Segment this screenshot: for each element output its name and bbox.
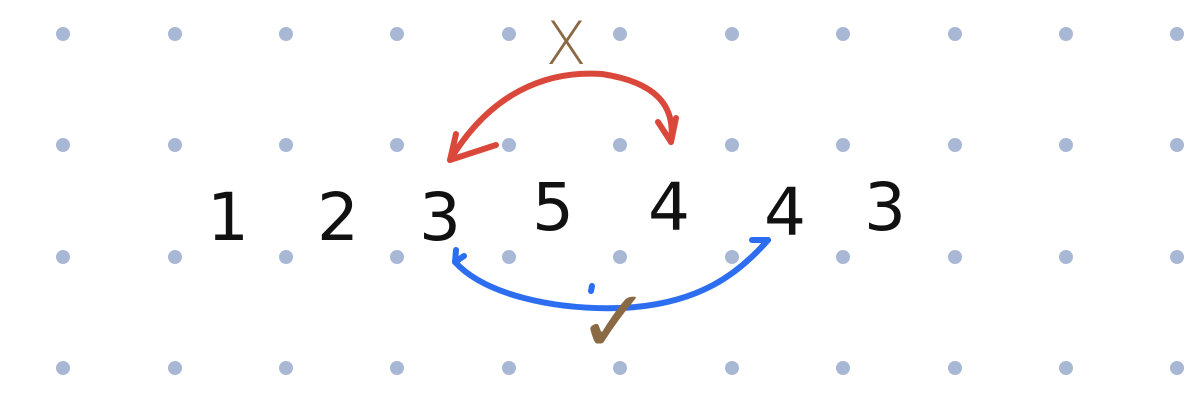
grid-dot <box>1059 250 1073 264</box>
grid-dot <box>56 250 70 264</box>
grid-dot <box>56 138 70 152</box>
grid-dot <box>613 27 627 41</box>
grid-dot <box>948 138 962 152</box>
grid-dot <box>168 138 182 152</box>
wrong-swap-arrow <box>447 70 679 163</box>
grid-dot <box>948 361 962 375</box>
grid-dot <box>613 361 627 375</box>
sequence-digits: 1 2 3 5 4 4 3 <box>207 169 906 256</box>
grid-dot <box>56 27 70 41</box>
grid-dot <box>1170 361 1184 375</box>
grid-dot <box>502 138 516 152</box>
wrong-arrow-head-right <box>655 115 679 145</box>
grid-dot <box>1170 138 1184 152</box>
grid-dot <box>1170 250 1184 264</box>
cross-mark-icon: X <box>545 9 586 79</box>
grid-dot <box>168 27 182 41</box>
grid-dot <box>279 361 293 375</box>
grid-dot <box>948 250 962 264</box>
right-arrow-curve <box>452 237 771 312</box>
grid-dot <box>1059 361 1073 375</box>
grid-dot <box>279 138 293 152</box>
grid-dot <box>390 361 404 375</box>
digit-6: 4 <box>764 174 806 251</box>
grid-dot <box>502 27 516 41</box>
grid-dot <box>725 250 739 264</box>
right-swap-arrow <box>452 237 771 312</box>
grid-dot <box>390 27 404 41</box>
grid-dot <box>279 27 293 41</box>
wrong-arrow-curve <box>447 70 675 163</box>
grid-dot <box>613 250 627 264</box>
grid-dot <box>168 361 182 375</box>
right-arrow-head-left <box>452 247 467 265</box>
grid-dot <box>1170 27 1184 41</box>
digit-3: 3 <box>419 179 461 256</box>
digit-7: 3 <box>864 169 906 246</box>
grid-dot <box>279 250 293 264</box>
digit-2: 2 <box>317 179 359 256</box>
digit-1: 1 <box>207 179 249 256</box>
digit-5: 4 <box>648 169 690 246</box>
right-arrow-stroke-dot <box>588 283 595 294</box>
grid-dot <box>1059 27 1073 41</box>
grid-dot <box>725 27 739 41</box>
grid-dot <box>725 138 739 152</box>
grid-dot <box>836 250 850 264</box>
dot-grid <box>56 27 1184 375</box>
grid-dot <box>836 27 850 41</box>
grid-dot <box>836 138 850 152</box>
wrong-arrow-head-left <box>447 131 499 163</box>
grid-dot <box>56 361 70 375</box>
grid-dot <box>613 138 627 152</box>
grid-dot <box>390 138 404 152</box>
grid-dot <box>948 27 962 41</box>
grid-dot <box>725 361 739 375</box>
marks: X ✓ <box>545 9 650 373</box>
digit-4: 5 <box>532 169 574 246</box>
grid-dot <box>502 361 516 375</box>
grid-dot <box>1059 138 1073 152</box>
grid-dot <box>390 250 404 264</box>
grid-dot <box>502 250 516 264</box>
grid-dot <box>836 361 850 375</box>
grid-dot <box>168 250 182 264</box>
check-mark-icon: ✓ <box>577 270 651 373</box>
